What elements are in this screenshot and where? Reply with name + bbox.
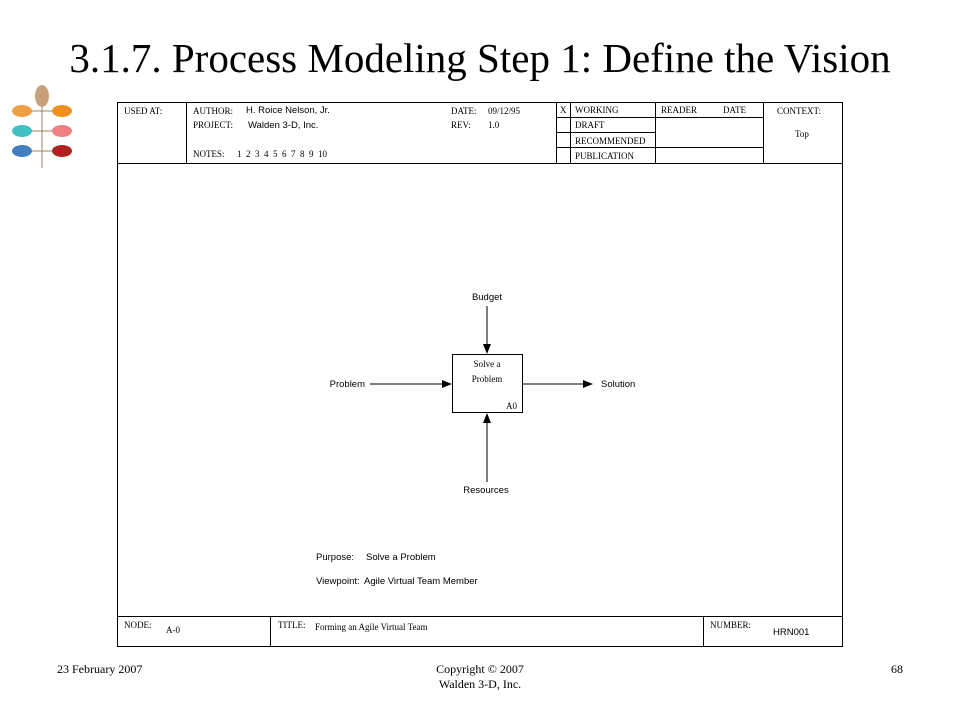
logo-top-balloon	[35, 85, 49, 107]
project-value: Walden 3-D, Inc.	[248, 120, 318, 131]
purpose-label: Purpose:	[316, 552, 354, 563]
activity-id: A0	[506, 401, 517, 411]
logo-balloon	[52, 105, 72, 117]
output-label: Solution	[601, 379, 635, 390]
status-mark: X	[560, 105, 567, 115]
viewpoint-label: Viewpoint:	[316, 576, 360, 587]
context-label: CONTEXT:	[777, 106, 821, 116]
footer-date: 23 February 2007	[57, 662, 143, 676]
project-label: PROJECT:	[193, 120, 233, 130]
activity-box	[452, 354, 523, 413]
status-draft: DRAFT	[575, 120, 605, 130]
viewpoint-value: Agile Virtual Team Member	[364, 576, 478, 587]
activity-label-line2: Problem	[472, 374, 503, 384]
title-label: TITLE:	[278, 620, 306, 630]
copyright-line1: Copyright © 2007	[436, 662, 524, 676]
node-value: A-0	[166, 625, 180, 635]
control-label: Budget	[472, 292, 502, 303]
rev-label: REV:	[451, 120, 471, 130]
purpose-value: Solve a Problem	[366, 552, 436, 563]
node-label: NODE:	[124, 620, 152, 630]
notes-label: NOTES:	[193, 149, 225, 159]
reader-label: READER	[661, 105, 697, 115]
context-value: Top	[795, 129, 809, 139]
number-label: NUMBER:	[710, 620, 751, 630]
header-grid	[117, 102, 843, 164]
number-value: HRN001	[773, 627, 809, 638]
logo-balloon	[12, 105, 32, 117]
logo-balloon	[52, 125, 72, 137]
date-value: 09/12/95	[488, 106, 521, 116]
copyright-line2: Walden 3-D, Inc.	[438, 677, 522, 691]
notes-numbers: 1 2 3 4 5 6 7 8 9 10	[237, 149, 328, 159]
status-working: WORKING	[575, 105, 619, 115]
logo-balloon	[52, 145, 72, 157]
page-number: 68	[891, 662, 903, 676]
used-at-label: USED AT:	[124, 106, 162, 116]
author-value: H. Roice Nelson, Jr.	[246, 105, 330, 116]
input-label: Problem	[330, 379, 365, 390]
rev-value: 1.0	[488, 120, 500, 130]
status-recommended: RECOMMENDED	[575, 136, 646, 146]
footer-copyright: Copyright © 2007 Walden 3-D, Inc.	[380, 662, 580, 692]
walden-logo-icon	[12, 85, 72, 168]
date-label: DATE:	[451, 106, 477, 116]
logo-balloon	[12, 125, 32, 137]
slide-title: 3.1.7. Process Modeling Step 1: Define t…	[69, 35, 891, 81]
logo-balloon	[12, 145, 32, 157]
title-value: Forming an Agile Virtual Team	[315, 622, 427, 632]
idef0-diagram: USED AT: AUTHOR: H. Roice Nelson, Jr. PR…	[117, 102, 843, 647]
idef0-form: USED AT: AUTHOR: H. Roice Nelson, Jr. PR…	[117, 102, 843, 647]
activity-label-line1: Solve a	[474, 359, 501, 369]
author-label: AUTHOR:	[193, 106, 233, 116]
mechanism-label: Resources	[463, 485, 509, 496]
footer-grid	[117, 616, 843, 647]
status-publication: PUBLICATION	[575, 151, 635, 161]
form-border	[117, 102, 843, 647]
reader-date-label: DATE	[723, 105, 746, 115]
